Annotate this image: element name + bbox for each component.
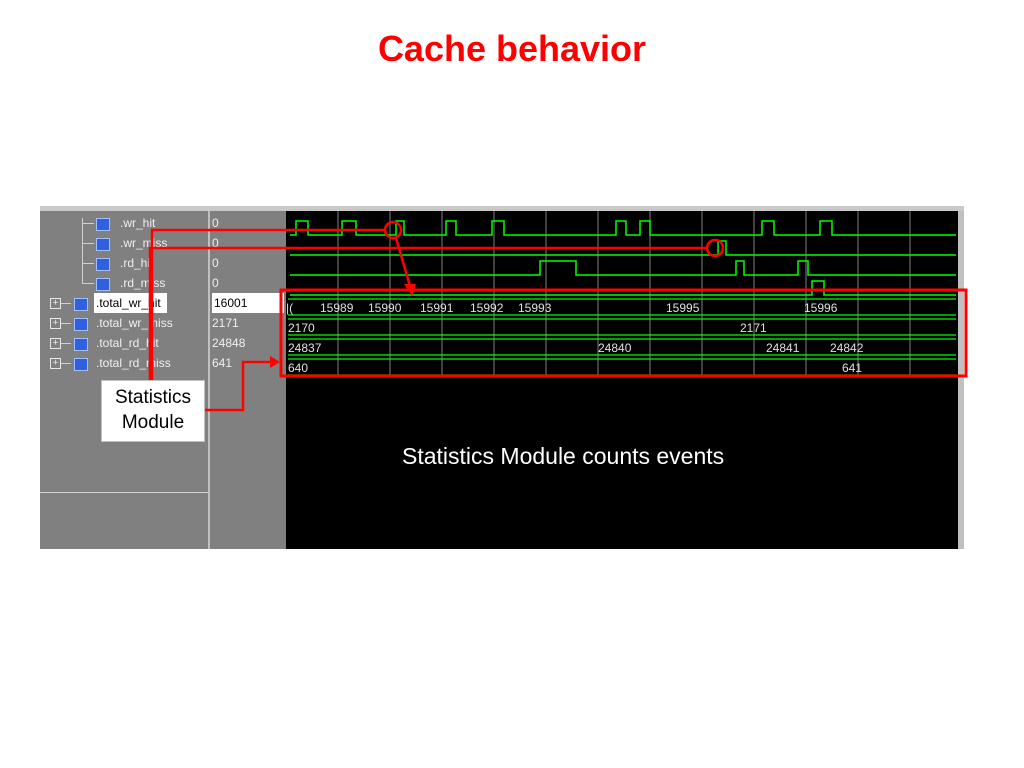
signal-value-rd-miss: 0 (212, 276, 219, 290)
separator (40, 492, 208, 493)
signal-name-rd-hit[interactable]: .rd_hit (120, 256, 154, 270)
bus-label: 15991 (420, 301, 454, 315)
tree-line (61, 303, 71, 304)
bus-label: 15995 (666, 301, 700, 315)
signal-icon (74, 358, 88, 371)
bus-label: 2171 (740, 321, 767, 335)
signal-icon (74, 318, 88, 331)
signal-name-total-rd-miss[interactable]: .total_rd_miss (96, 356, 171, 370)
wave-wr-hit (290, 220, 956, 236)
tree-line (82, 263, 94, 264)
bus-label: 15990 (368, 301, 402, 315)
signal-value-total-wr-miss: 2171 (212, 316, 239, 330)
signal-icon (74, 338, 88, 351)
bus-label: 15992 (470, 301, 504, 315)
bus-label: 24842 (830, 341, 864, 355)
signal-name-wr-miss[interactable]: .wr_miss (120, 236, 168, 250)
signal-value-rd-hit: 0 (212, 256, 219, 270)
bus-values: |( 15989 15990 15991 15992 15993 15995 1… (286, 301, 864, 375)
waveform-window: .wr_hit 0 .wr_miss 0 .rd_hit 0 .rd_miss … (40, 206, 964, 549)
expand-icon[interactable]: + (50, 338, 61, 349)
vertical-scrollbar[interactable] (958, 211, 964, 549)
signal-name-rd-miss[interactable]: .rd_miss (120, 276, 166, 290)
bus-label: 24841 (766, 341, 800, 355)
signal-name-total-wr-miss[interactable]: .total_wr_miss (96, 316, 173, 330)
bus-label: 15996 (804, 301, 838, 315)
signal-name-wr-hit[interactable]: .wr_hit (120, 216, 156, 230)
bus-label: 24837 (288, 341, 322, 355)
tree-line (82, 243, 94, 244)
tree-line (61, 343, 71, 344)
tree-line (82, 283, 94, 284)
signal-value-wr-miss: 0 (212, 236, 219, 250)
window-top-border (40, 206, 964, 211)
signal-value-wr-hit: 0 (212, 216, 219, 230)
bus-label: 2170 (288, 321, 315, 335)
tree-line (82, 223, 94, 224)
bus-label: 641 (842, 361, 862, 375)
slide-title: Cache behavior (377, 28, 647, 69)
signal-icon (96, 238, 110, 251)
signal-name-total-rd-hit[interactable]: .total_rd_hit (96, 336, 159, 350)
signal-icon (96, 258, 110, 271)
callout-line-1: Statistics (114, 387, 192, 408)
tree-line (61, 363, 71, 364)
signal-icon (96, 218, 110, 231)
bus-label: 15989 (320, 301, 354, 315)
annotation-note: Statistics Module counts events (402, 443, 725, 469)
waveform-display[interactable]: |( 15989 15990 15991 15992 15993 15995 1… (286, 211, 958, 549)
bus-label: 15993 (518, 301, 552, 315)
expand-icon[interactable]: + (50, 298, 61, 309)
signal-value-total-rd-miss: 641 (212, 356, 233, 370)
expand-icon[interactable]: + (50, 358, 61, 369)
signal-value-total-rd-hit: 24848 (212, 336, 246, 350)
expand-icon[interactable]: + (50, 318, 61, 329)
bus-label: 640 (288, 361, 308, 375)
signal-icon (96, 278, 110, 291)
tree-line (61, 323, 71, 324)
tree-line (82, 218, 83, 284)
bus-label: 24840 (598, 341, 632, 355)
statistics-module-callout: Statistics Module (101, 380, 205, 442)
signal-value-total-wr-hit: 16001 (212, 293, 284, 313)
signal-icon (74, 298, 88, 311)
callout-line-2: Module (121, 412, 185, 433)
signal-name-total-wr-hit[interactable]: .total_wr_hit (94, 293, 167, 313)
bus-label: |( (286, 301, 293, 315)
